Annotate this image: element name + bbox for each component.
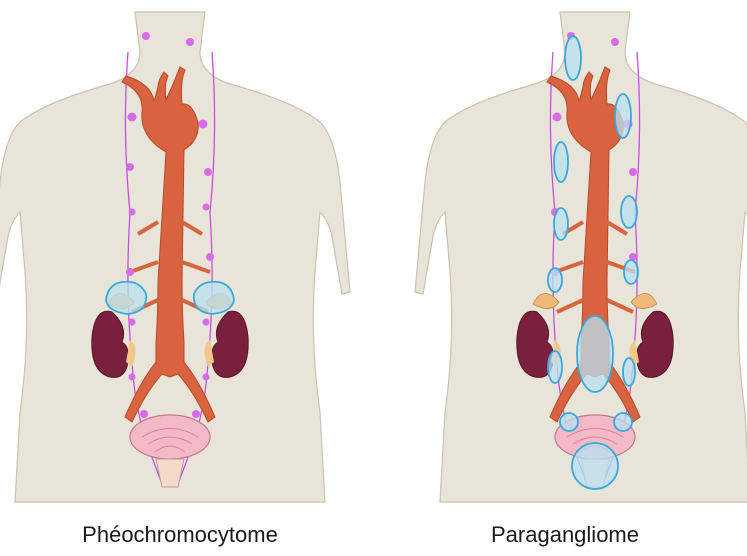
caption-paraganglioma: Paragangliome (425, 522, 705, 548)
panel-paraganglioma (415, 12, 747, 502)
panel-pheochromocytoma (0, 12, 350, 502)
caption-pheochromocytoma: Phéochromocytome (40, 522, 320, 548)
